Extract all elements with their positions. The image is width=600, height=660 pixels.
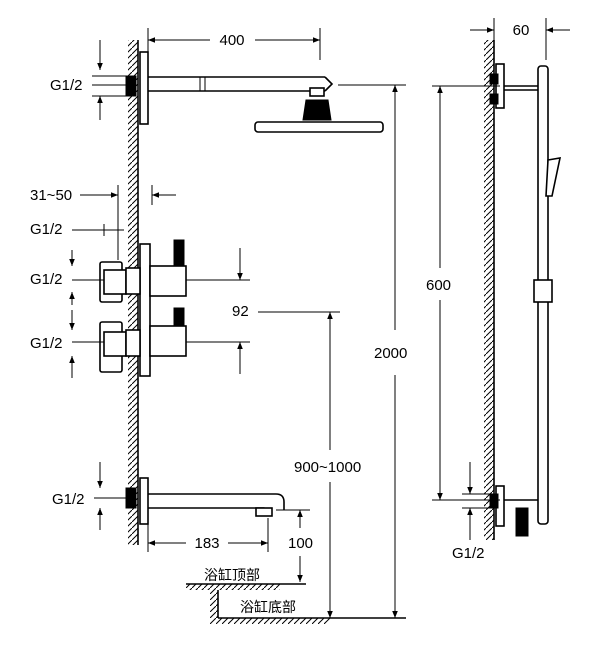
- dim-92-text: 92: [232, 303, 249, 320]
- dim-100-text: 100: [288, 535, 313, 552]
- g12-label-4: G1/2: [30, 335, 63, 352]
- dim-spout-length: 183: [147, 518, 269, 552]
- dim-spout-height: 100: [276, 509, 313, 582]
- overhead-shower: [125, 51, 384, 133]
- thread-label-3: G1/2: [30, 250, 104, 305]
- dim-wall-offset: 60: [470, 18, 570, 60]
- thread-label-2: G1/2: [30, 221, 124, 238]
- dim-recess-depth: 31~50: [30, 185, 176, 260]
- dim-60-text: 60: [513, 22, 530, 39]
- g12-label-5: G1/2: [52, 491, 85, 508]
- thread-label-spout: G1/2: [52, 462, 126, 530]
- g12-label-6: G1/2: [452, 545, 485, 562]
- bathtub-section: 浴缸顶部 浴缸底部: [186, 567, 406, 624]
- dim-arm-length: 400: [147, 28, 321, 60]
- dim-valve-spacing: 92: [186, 248, 340, 374]
- bath-spout: [125, 477, 285, 525]
- dim-valve-height: 900~1000: [294, 312, 361, 618]
- sliding-rail: [489, 63, 562, 537]
- dim-183-text: 183: [194, 535, 219, 552]
- right-wall: [484, 40, 495, 540]
- dim-31-50-text: 31~50: [30, 187, 72, 204]
- dim-900-1000-text: 900~1000: [294, 459, 361, 476]
- bathtub-bottom-label: 浴缸底部: [240, 599, 296, 616]
- dim-400-text: 400: [219, 32, 244, 49]
- dim-total-height: 2000: [338, 84, 407, 618]
- g12-label-2: G1/2: [30, 221, 63, 238]
- mixer-valve: [99, 239, 187, 377]
- thread-label-top: G1/2: [50, 40, 128, 120]
- thread-label-right: G1/2: [452, 462, 490, 562]
- g12-label-1: G1/2: [50, 77, 83, 94]
- g12-label-3: G1/2: [30, 271, 63, 288]
- dim-2000-text: 2000: [374, 345, 407, 362]
- thread-label-4: G1/2: [30, 310, 104, 378]
- bathtub-top-label: 浴缸顶部: [204, 567, 260, 584]
- dim-rail-height: 600: [426, 85, 500, 501]
- dim-600-text: 600: [426, 277, 451, 294]
